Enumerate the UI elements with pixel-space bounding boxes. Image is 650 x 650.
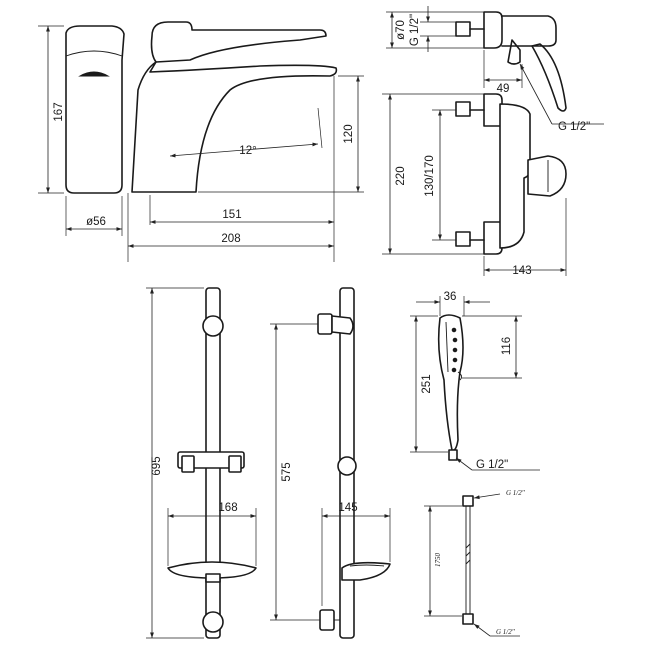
mixer-thread-top-label: G 1/2" — [409, 14, 421, 46]
mixer-height-label: 220 — [395, 166, 407, 185]
shower-head-thread-label: G 1/2" — [476, 459, 508, 471]
faucet-base-dia-label: ø56 — [86, 216, 106, 228]
rail-front-view: 695 168 — [146, 287, 257, 639]
mixer-depth-label: 143 — [512, 265, 531, 277]
rail-side-total-label: 575 — [281, 462, 293, 481]
hose-thread-top-label: G 1/2" — [506, 489, 525, 497]
mixer-thread-side-label: G 1/2" — [558, 121, 590, 133]
faucet-reach-label: 151 — [222, 209, 241, 221]
mixer-top-view: ø70 G 1/2" 49 G 1/2" — [386, 6, 604, 133]
shower-head-width-label: 36 — [444, 291, 457, 303]
hose-length-label: 1750 — [434, 553, 442, 568]
faucet-angle-label: 12° — [239, 145, 256, 157]
faucet-front-view: 167 ø56 — [38, 25, 125, 236]
faucet-side-view: 151 208 120 12° — [127, 21, 364, 262]
shower-head-length-label: 251 — [421, 374, 433, 393]
hand-shower: 36 116 251 G 1/2" — [410, 291, 540, 471]
rail-side-depth-label: 145 — [338, 502, 357, 514]
faucet-length-label: 208 — [221, 233, 240, 245]
shower-hose: G 1/2" 1750 G 1/2" — [424, 489, 525, 637]
mixer-offset-label: 49 — [497, 83, 510, 95]
rail-holder-width-label: 168 — [218, 502, 237, 514]
faucet-height-label: 167 — [53, 102, 65, 121]
mixer-centers-label: 130/170 — [424, 155, 436, 197]
rail-total-label: 695 — [151, 456, 163, 475]
hose-thread-bottom-label: G 1/2" — [496, 628, 515, 636]
faucet-spout-height-label: 120 — [343, 124, 355, 143]
mixer-front-view: 220 130/170 143 — [382, 93, 567, 277]
shower-head-face-label: 116 — [501, 337, 513, 355]
mixer-pipe-dia-label: ø70 — [395, 20, 407, 40]
rail-side-view: 575 145 — [270, 287, 391, 639]
